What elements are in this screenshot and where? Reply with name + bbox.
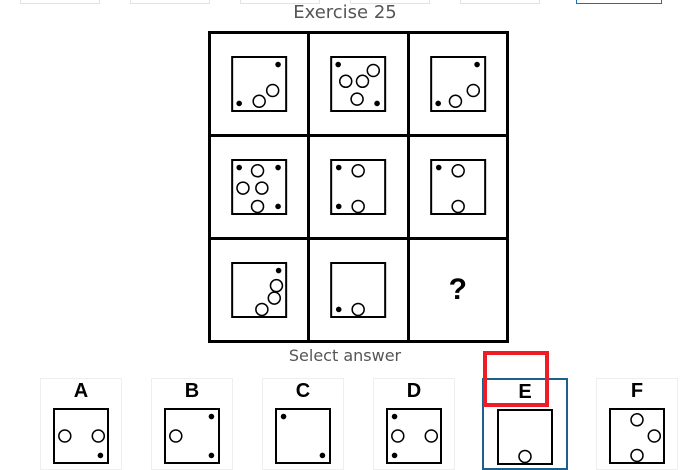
- answer-figure: [164, 408, 220, 464]
- hollow-circle: [356, 74, 370, 89]
- top-tab: [460, 0, 540, 4]
- black-dot: [391, 452, 398, 459]
- hollow-circle: [424, 429, 439, 443]
- answer-letter: B: [184, 380, 200, 402]
- hollow-circle: [169, 429, 183, 443]
- black-dot: [208, 452, 215, 459]
- hollow-circle: [91, 429, 106, 443]
- black-dot: [336, 306, 342, 313]
- black-dot: [97, 452, 104, 459]
- puzzle-grid: ?: [208, 31, 509, 343]
- answer-figure: [609, 408, 665, 464]
- hollow-circle: [350, 92, 365, 106]
- hollow-circle: [58, 429, 72, 443]
- hollow-circle: [391, 429, 405, 443]
- answer-figure: [275, 408, 331, 464]
- black-dot: [275, 164, 281, 171]
- answer-letter: E: [518, 381, 532, 403]
- hollow-circle: [451, 199, 465, 214]
- black-dot: [319, 452, 326, 459]
- answer-letter: A: [73, 380, 89, 402]
- answer-option-b[interactable]: B: [151, 378, 233, 470]
- puzzle-cell-3-1: [211, 240, 308, 340]
- answer-option-d[interactable]: D: [373, 378, 455, 470]
- answer-letter: C: [295, 380, 311, 402]
- black-dot: [275, 61, 281, 68]
- answer-option-f[interactable]: F: [596, 378, 678, 470]
- hollow-circle: [448, 94, 462, 109]
- hollow-circle: [269, 278, 284, 293]
- figure-drawing: [330, 56, 387, 112]
- black-dot: [473, 61, 480, 68]
- hollow-circle: [630, 448, 644, 463]
- black-dot: [435, 100, 441, 107]
- answer-figure: [386, 408, 442, 464]
- top-tab: [240, 0, 320, 4]
- top-tab: [130, 0, 210, 4]
- select-answer-label: Select answer: [288, 346, 402, 365]
- figure-drawing: [330, 262, 387, 318]
- hollow-circle: [236, 181, 250, 195]
- black-dot: [435, 164, 442, 171]
- black-dot: [391, 413, 398, 420]
- figure-drawing: [429, 56, 486, 112]
- answer-option-c[interactable]: C: [262, 378, 344, 470]
- figure-drawing: [429, 159, 486, 215]
- missing-figure-question-mark: ?: [448, 273, 467, 306]
- top-tab: [350, 0, 430, 4]
- black-dot: [208, 413, 215, 420]
- hollow-circle: [255, 181, 269, 195]
- black-dot: [280, 413, 287, 420]
- black-dot: [236, 164, 242, 171]
- hollow-circle: [351, 199, 366, 214]
- answer-figure: [53, 408, 109, 464]
- hollow-circle: [250, 199, 265, 214]
- hollow-circle: [252, 94, 266, 109]
- puzzle-cell-3-2: [310, 240, 407, 340]
- figure-drawing: [330, 159, 387, 215]
- hollow-circle: [250, 164, 265, 178]
- hollow-circle: [451, 164, 465, 178]
- top-strip: [0, 0, 690, 6]
- puzzle-cell-2-3: [409, 137, 506, 237]
- puzzle-cell-1-3: [409, 34, 506, 134]
- black-dot: [336, 164, 342, 171]
- exercise-title: Exercise 25: [293, 2, 397, 23]
- hollow-circle: [351, 302, 366, 317]
- hollow-circle: [647, 429, 662, 443]
- figure-drawing: [231, 159, 288, 215]
- answer-letter: F: [630, 380, 644, 402]
- hollow-circle: [265, 83, 280, 98]
- hollow-circle: [630, 413, 644, 427]
- black-dot: [335, 61, 342, 68]
- answer-letter: D: [406, 380, 422, 402]
- hollow-circle: [518, 449, 532, 464]
- figure-drawing: [231, 56, 288, 112]
- hollow-circle: [267, 291, 282, 305]
- hollow-circle: [466, 83, 480, 98]
- answer-option-a[interactable]: A: [40, 378, 122, 470]
- black-dot: [374, 100, 381, 107]
- figure-square: [497, 409, 553, 465]
- puzzle-cell-2-1: [211, 137, 308, 237]
- puzzle-cell-1-2: [310, 34, 407, 134]
- hollow-circle: [339, 74, 353, 89]
- hollow-circle: [366, 63, 381, 78]
- puzzle-cell-2-2: [310, 137, 407, 237]
- puzzle-cell-3-3: ?: [409, 240, 506, 340]
- black-dot: [275, 203, 281, 210]
- top-tab: [20, 0, 100, 4]
- answer-figure: [497, 409, 553, 465]
- puzzle-cell-1-1: [211, 34, 308, 134]
- black-dot: [275, 267, 282, 274]
- top-tab-selected: [576, 0, 662, 4]
- answer-option-e[interactable]: E: [482, 378, 568, 470]
- black-dot: [236, 100, 242, 107]
- hollow-circle: [351, 164, 366, 178]
- black-dot: [336, 203, 342, 210]
- figure-drawing: [231, 262, 288, 318]
- hollow-circle: [255, 302, 269, 317]
